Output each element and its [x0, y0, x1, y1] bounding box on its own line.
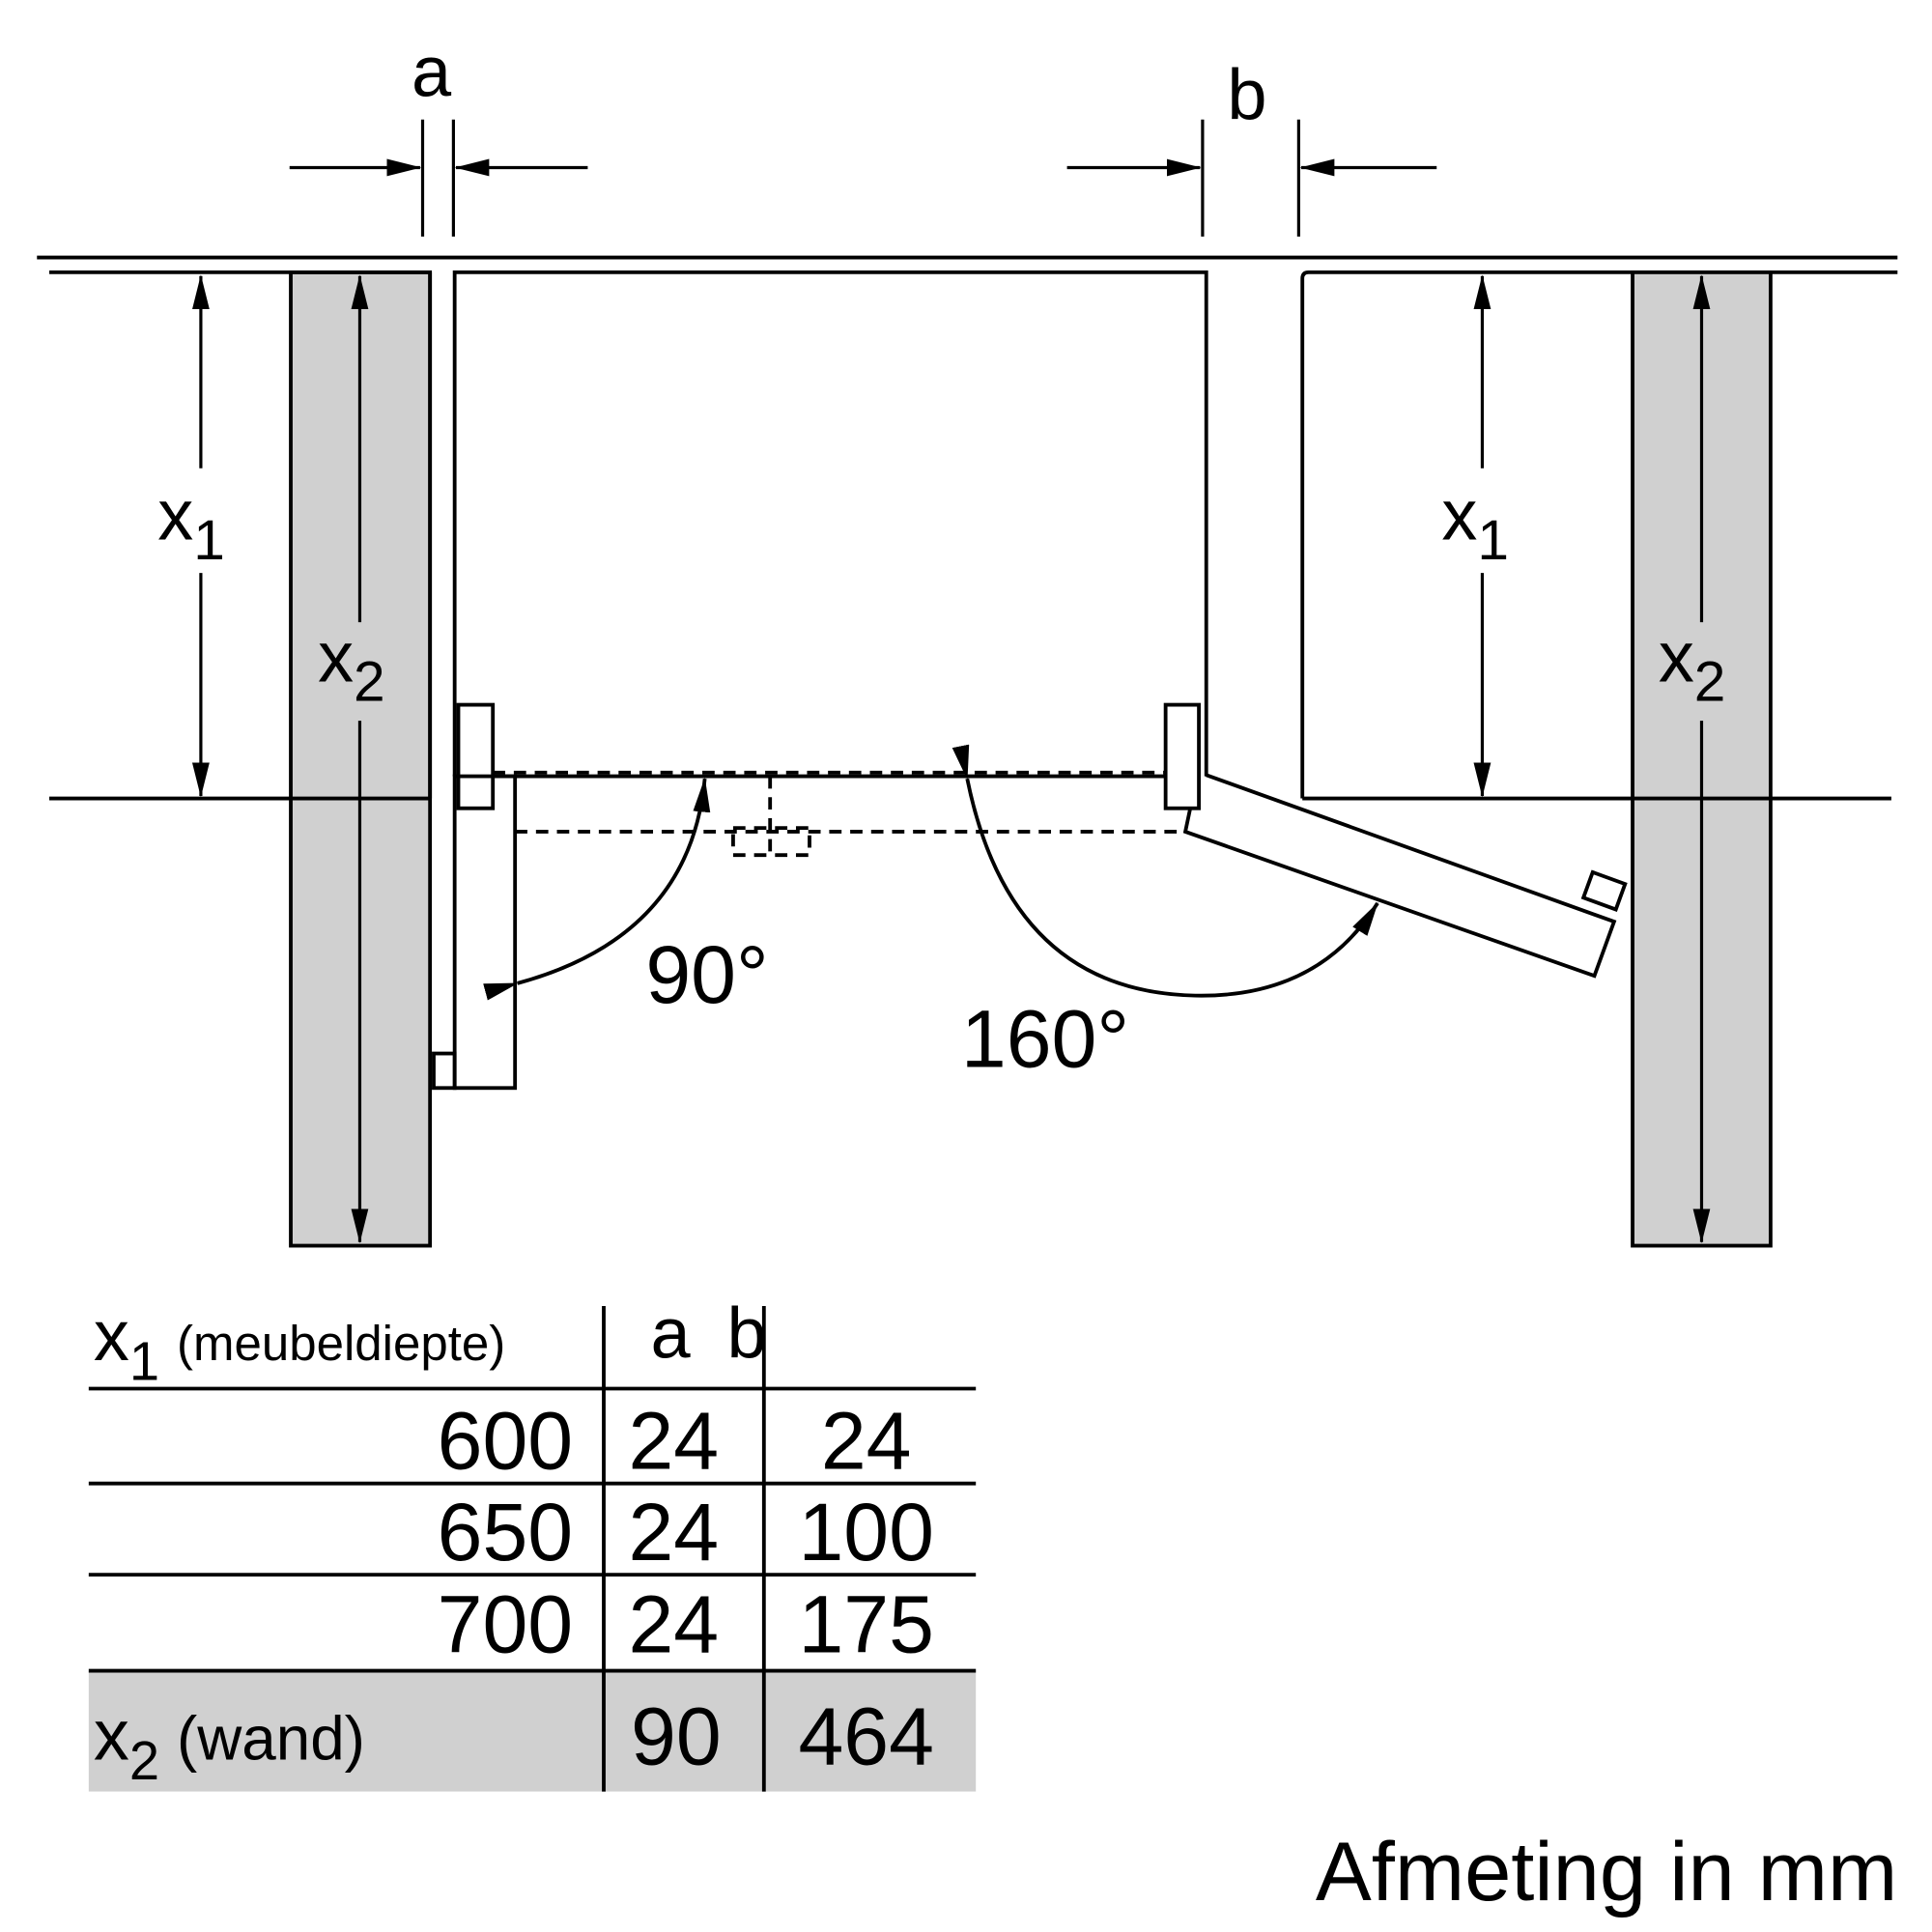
cell-a: 24 — [629, 1395, 720, 1486]
cell-x2-label: x2(wand) — [94, 1694, 365, 1790]
angle-160-label: 160° — [961, 994, 1129, 1085]
x2-left-label: x2 — [318, 616, 385, 713]
table-row: 700 24 175 — [438, 1578, 934, 1669]
handle-dashed-box — [731, 826, 811, 858]
angle-90-label: 90° — [645, 929, 768, 1020]
cell-a: 24 — [629, 1578, 720, 1669]
x1-right-label: x1 — [1441, 475, 1509, 572]
left-door-handle — [432, 1051, 457, 1091]
cell-b: 100 — [798, 1487, 933, 1577]
right-door-handle — [1580, 869, 1628, 912]
table-row: 600 24 24 — [438, 1395, 912, 1486]
cell-b: 464 — [798, 1691, 933, 1782]
arc-160-arrow — [952, 744, 1379, 998]
table-header-b: b — [727, 1293, 767, 1374]
table-header-a: a — [650, 1293, 691, 1374]
left-door-open — [452, 774, 518, 1091]
right-hinge — [1163, 702, 1201, 810]
unit-note: Afmeting in mm — [1316, 1825, 1897, 1918]
cell-b: 175 — [798, 1578, 933, 1669]
appliance-body — [452, 270, 1208, 777]
cell-x1: 700 — [438, 1578, 573, 1669]
label-a: a — [412, 31, 452, 111]
table-row: 650 24 100 — [438, 1487, 934, 1577]
label-b: b — [1227, 55, 1266, 135]
right-cabinet — [1300, 270, 1634, 799]
left-hinge — [456, 702, 496, 810]
cell-a: 90 — [631, 1691, 722, 1782]
table-header-x1: x1(meubeldiepte) — [94, 1295, 505, 1391]
right-door-open — [1182, 773, 1617, 979]
cell-x1: 600 — [438, 1395, 573, 1486]
table-row-wall: x2(wand) 90 464 — [94, 1691, 934, 1791]
x2-right-label: x2 — [1659, 616, 1726, 713]
cell-a: 24 — [629, 1487, 720, 1577]
x1-left-label: x1 — [157, 475, 225, 572]
cell-b: 24 — [821, 1395, 912, 1486]
dimension-table: x1(meubeldiepte) a b 600 24 24 650 24 10… — [88, 1293, 977, 1792]
wall-row-background — [88, 1670, 977, 1792]
arc-90-arrow — [483, 777, 711, 1001]
cell-x1: 650 — [438, 1487, 573, 1577]
